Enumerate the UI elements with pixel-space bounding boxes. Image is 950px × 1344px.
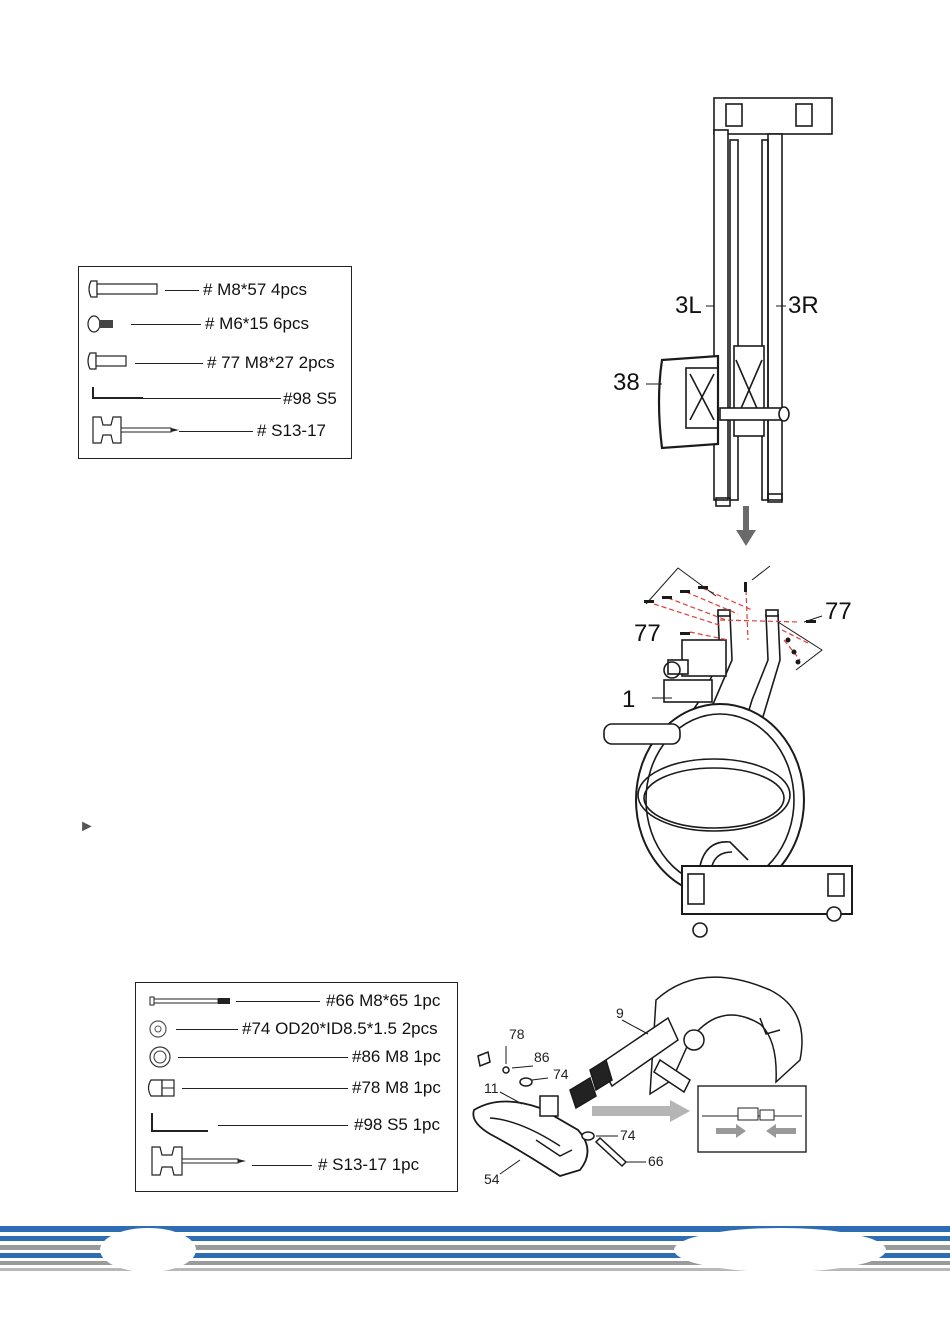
callout-9: 9: [616, 1005, 624, 1021]
footer-stripes: [0, 1226, 950, 1286]
callout-78: 78: [509, 1026, 525, 1042]
arrow-right-icon: [592, 1100, 690, 1122]
callout-74-top: 74: [553, 1066, 569, 1082]
page-badge-right: [674, 1228, 886, 1272]
callout-74-bottom: 74: [620, 1127, 636, 1143]
callout-54: 54: [484, 1171, 500, 1187]
callout-11: 11: [484, 1080, 499, 1096]
connector-inset: [698, 1086, 806, 1152]
page-badge-left: [100, 1228, 196, 1272]
callout-66: 66: [648, 1153, 664, 1169]
callout-86: 86: [534, 1049, 550, 1065]
